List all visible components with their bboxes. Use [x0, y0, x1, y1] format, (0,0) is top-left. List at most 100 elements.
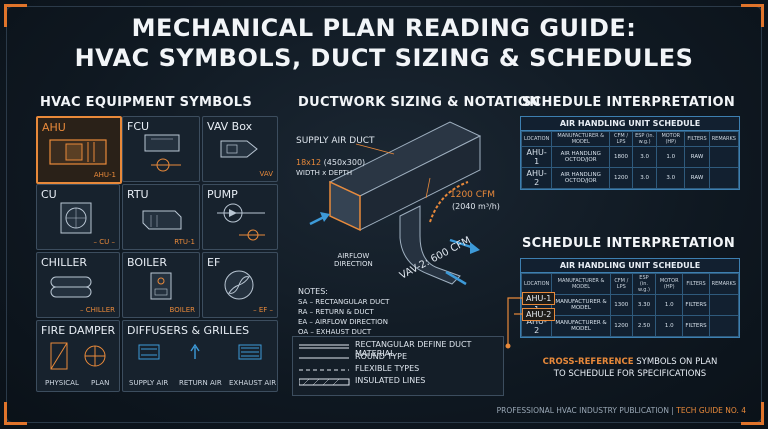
table-cell: 2.50: [631, 315, 657, 337]
col-header: FILTERS: [682, 273, 710, 295]
table-cell: FILTERS: [682, 315, 710, 337]
pump-label: PUMP: [207, 188, 238, 201]
col-header: LOCATION: [520, 131, 553, 147]
duct-heading: DUCTWORK SIZING & NOTATION: [298, 95, 541, 110]
title-line-2: HVAC SYMBOLS, DUCT SIZING & SCHEDULES: [74, 44, 694, 72]
table-row: AHU-2 AIR HANDLING OCTOD/JOR 1200 3.0 3.…: [520, 167, 740, 189]
table-cell: AIR HANDLING OCTOD/JOR: [551, 167, 611, 189]
table-cell: 1800: [609, 146, 633, 168]
col-header: ESP (in. w.g.): [631, 131, 658, 147]
table-row: AHU-2 MANUFACTURER & MODEL 1200 2.50 1.0…: [520, 315, 740, 337]
airflow-line-1: AIRFLOW: [337, 252, 370, 260]
rtu-cell: RTU RTU-1: [122, 184, 200, 250]
ef-cell: EF – EF –: [202, 252, 278, 318]
table-cell: 3.0: [631, 146, 658, 168]
return-air-label: RETURN AIR: [179, 379, 222, 387]
side-label-ahu-1: AHU-1: [522, 292, 556, 305]
corner-accent: [4, 402, 27, 425]
rtu-label: RTU: [127, 188, 149, 201]
fire-damper-plan-label: PLAN: [91, 379, 110, 387]
cu-tag: – CU –: [93, 238, 115, 246]
cross-reference-connector: [505, 297, 522, 349]
col-header: FILTERS: [684, 131, 710, 147]
table-row: AHU-1 AIR HANDLING OCTOD/JOR 1800 3.0 1.…: [520, 146, 740, 168]
vav-box-icon: [220, 140, 258, 158]
corner-accent: [741, 4, 764, 27]
fire-damper-physical-label: PHYSICAL: [45, 379, 79, 387]
cu-label: CU: [41, 188, 57, 201]
condensing-unit-icon: [60, 202, 92, 234]
pump-icon: [217, 203, 265, 241]
ahu-icon: [49, 139, 107, 165]
chiller-tag: – CHILLER: [79, 306, 115, 314]
line-legend-icons: [299, 344, 350, 386]
table-cell: 3.0: [656, 167, 686, 189]
ef-tag: – EF –: [253, 306, 273, 314]
schedule-table-1: AIR HANDLING UNIT SCHEDULE LOCATION MANU…: [520, 116, 740, 190]
table-cell: FILTERS: [682, 294, 710, 316]
table-cell: MANUFACTURER & MODEL: [551, 315, 611, 337]
table-cell: 1.0: [655, 294, 684, 316]
boiler-label: BOILER: [127, 256, 167, 269]
note-2: RA – RETURN & DUCT: [298, 308, 374, 316]
exhaust-fan-icon: [224, 270, 254, 300]
col-header: MANUFACTURER & MODEL: [551, 131, 611, 147]
airflow-line-2: DIRECTION: [334, 260, 373, 268]
table-cell: RAW: [684, 167, 710, 189]
duct-size-label: 18x12 (450x300): [296, 158, 365, 167]
col-header: MANUFACTURER & MODEL: [551, 273, 611, 295]
col-header: CFM / LPS: [609, 273, 633, 295]
table-cell: [708, 167, 740, 189]
duct-size: 18x12: [296, 158, 322, 167]
table-cell: MANUFACTURER & MODEL: [551, 294, 611, 316]
ahu-cell: AHU AHU-1: [36, 116, 122, 184]
cross-reference-line-2: TO SCHEDULE FOR SPECIFICATIONS: [553, 369, 707, 379]
rtu-tag: RTU-1: [174, 238, 195, 246]
title-line-1: MECHANICAL PLAN READING GUIDE:: [131, 14, 637, 42]
footer-separator: |: [668, 406, 677, 415]
rooftop-unit-icon: [142, 210, 182, 230]
vav-cell: VAV Box VAV: [202, 116, 278, 182]
ahu-label: AHU: [42, 121, 66, 134]
col-header: REMARKS: [708, 273, 740, 295]
table-cell: AIR HANDLING OCTOD/JOR: [551, 146, 611, 168]
cfm-metric-label: (2040 m³/h): [452, 202, 500, 211]
diffusers-icon: [138, 343, 262, 360]
symbols-heading: HVAC EQUIPMENT SYMBOLS: [40, 95, 253, 110]
vav-tag: VAV: [259, 170, 273, 178]
table-cell: 1200: [609, 167, 633, 189]
table-cell: 1.0: [655, 315, 684, 337]
diffusers-cell: DIFFUSERS & GRILLES SUPPLY AIR RETURN AI…: [122, 320, 278, 392]
schedule-1-title: AIR HANDLING UNIT SCHEDULE: [521, 117, 739, 131]
schedule-heading-1: SCHEDULE INTERPRETATION: [522, 95, 736, 110]
chiller-cell: CHILLER – CHILLER: [36, 252, 120, 318]
pump-cell: PUMP: [202, 184, 278, 250]
table-cell: 3.30: [631, 294, 657, 316]
table-cell: [708, 294, 740, 316]
fire-damper-icon: [50, 342, 106, 370]
legend-insulated: INSULATED LINES: [355, 376, 426, 385]
fire-damper-label: FIRE DAMPER: [41, 324, 116, 337]
fcu-cell: FCU: [122, 116, 200, 182]
table-cell: 1300: [609, 294, 633, 316]
supply-air-duct-label: SUPPLY AIR DUCT: [296, 136, 375, 146]
col-header: REMARKS: [708, 131, 740, 147]
diffusers-label: DIFFUSERS & GRILLES: [127, 324, 250, 337]
legend-flexible: FLEXIBLE TYPES: [355, 364, 420, 373]
fire-damper-cell: FIRE DAMPER PHYSICAL PLAN: [36, 320, 120, 392]
duct-size-metric: (450x300): [323, 158, 366, 167]
cu-cell: CU – CU –: [36, 184, 120, 250]
cross-reference-line-1: SYMBOLS ON PLAN: [633, 357, 718, 367]
table-cell: RAW: [684, 146, 710, 168]
footer: PROFESSIONAL HVAC INDUSTRY PUBLICATION |…: [497, 406, 746, 415]
schedule-1-header-row: LOCATION MANUFACTURER & MODEL CFM / LPS …: [520, 131, 740, 147]
duct-size-desc: WIDTH x DEPTH: [296, 169, 353, 177]
ahu-tag: AHU-1: [93, 171, 116, 179]
table-cell: 1.0: [656, 146, 686, 168]
schedule-2-header-row: LOCATION MANUFACTURER & MODEL CFM / LPS …: [520, 273, 740, 295]
note-3: EA – AIRFLOW DIRECTION: [298, 318, 388, 326]
boiler-icon: [150, 272, 172, 300]
schedule-table-2: AIR HANDLING UNIT SCHEDULE LOCATION MANU…: [520, 258, 740, 338]
duct-diagram: [309, 121, 482, 286]
